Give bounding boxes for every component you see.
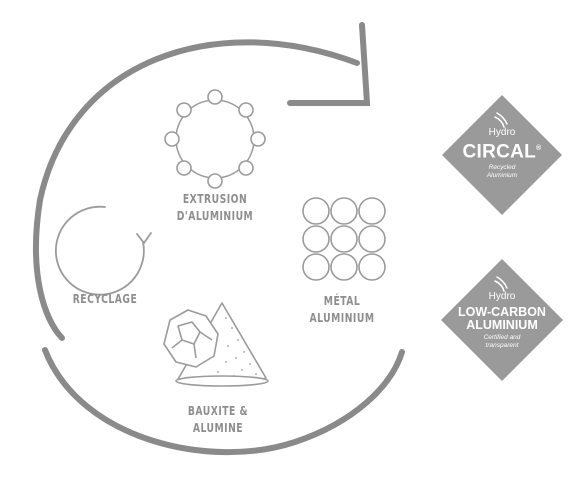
cycle-arrow	[32, 22, 405, 456]
badge-subtitle: Certified and	[483, 334, 521, 341]
stage-label-bauxite: BAUXITE & ALUMINE	[173, 402, 263, 436]
recycle-arrow-icon	[54, 205, 152, 296]
bauxite-rock-icon	[163, 302, 269, 387]
hydro-logo-icon	[494, 112, 508, 292]
badge-title: CIRCAL®	[462, 141, 542, 163]
stage-label-line: ALUMINE	[192, 420, 244, 435]
badge-title: LOW-CARBON	[458, 305, 546, 319]
stage-label-recycling: RECYCLAGE	[64, 290, 146, 307]
badge-brand: Hydro	[488, 127, 516, 138]
lowcarbon-badge	[441, 259, 563, 381]
stage-label-line: D'ALUMINIUM	[176, 208, 254, 223]
stage-label-line: BAUXITE &	[187, 403, 249, 418]
metal-ingots-icon	[302, 197, 386, 281]
badge-title: ALUMINIUM	[466, 318, 538, 332]
extrusion-profile-icon	[164, 89, 266, 189]
circal-badge	[442, 95, 562, 215]
circal-badge-text: Hydro CIRCAL® Recycled Aluminium	[442, 127, 562, 179]
badge-subtitle: transparent	[485, 341, 519, 349]
stage-label-line: EXTRUSION	[182, 191, 248, 206]
stage-label-line: MÉTAL	[323, 293, 361, 308]
badge-subtitle: Recycled	[488, 164, 516, 172]
stage-label-line: ALUMINIUM	[309, 310, 375, 325]
stage-label-extrusion: EXTRUSION D'ALUMINIUM	[170, 190, 260, 224]
lowcarbon-badge-text: Hydro LOW-CARBON ALUMINIUM Certified and…	[442, 291, 562, 349]
stage-label-line: RECYCLAGE	[72, 291, 138, 306]
badge-brand: Hydro	[488, 291, 516, 302]
stage-label-metal: MÉTAL ALUMINIUM	[301, 292, 383, 326]
badge-subtitle: Aluminium	[486, 171, 518, 179]
